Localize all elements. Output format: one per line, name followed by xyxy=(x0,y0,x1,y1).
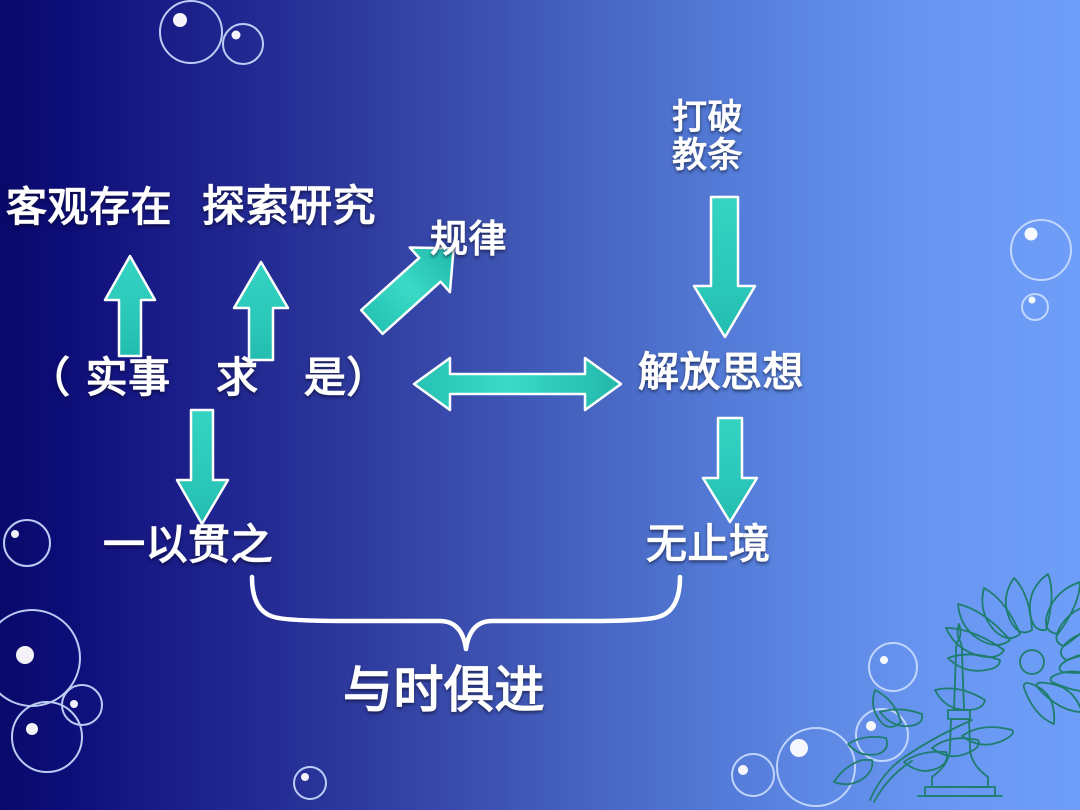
node-dapo-jiaotiao: 打破 教条 xyxy=(672,98,744,176)
node-wuzhijing: 无止境 xyxy=(646,520,771,568)
arrow-up-left-icon xyxy=(103,254,157,358)
node-tansuo-yanjiu: 探索研究 xyxy=(202,182,376,232)
node-yushi-jujin: 与时俱进 xyxy=(343,661,545,719)
arrow-bidirectional-icon xyxy=(412,356,623,412)
node-guilv: 规律 xyxy=(430,217,508,261)
arrow-diagonal-icon xyxy=(359,246,455,336)
arrow-down-dapo-icon xyxy=(692,195,757,339)
arrow-up-right-icon xyxy=(232,260,290,362)
node-yiyi-guanzhi: 一以贯之 xyxy=(103,520,274,569)
arrow-down-left-icon xyxy=(175,408,230,526)
arrow-down-jiefang-icon xyxy=(701,416,759,524)
node-keguan-cunzai: 客观存在 xyxy=(6,183,172,231)
node-shishi-qiushi: （ 实事 求 是） xyxy=(28,353,389,402)
node-jiefang-sixiang: 解放思想 xyxy=(638,348,804,396)
